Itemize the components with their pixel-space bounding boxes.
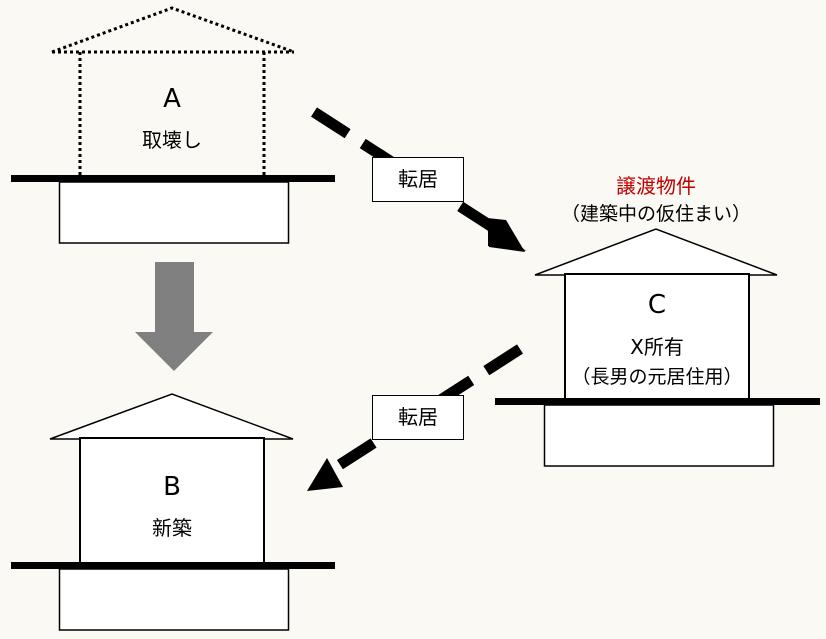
house-c-caption-title: 譲渡物件 <box>616 174 696 198</box>
house-a <box>11 6 335 244</box>
house-c <box>495 228 820 467</box>
house-b-ground <box>11 562 335 569</box>
house-c-caption-sub: （建築中の仮住まい） <box>560 203 751 225</box>
house-a-note: 取壊し <box>142 128 202 152</box>
move-arrow-c-to-b-head <box>307 458 343 491</box>
house-a-roof <box>51 6 295 54</box>
house-b <box>11 393 335 631</box>
house-c-foundation <box>543 404 775 467</box>
house-b-note: 新築 <box>152 516 192 540</box>
move-label-a-to-c: 転居 <box>372 157 464 202</box>
move-label-c-to-b: 転居 <box>372 395 464 440</box>
move-arrow-a-to-c-head-tip <box>488 218 526 251</box>
house-a-letter: A <box>163 84 181 114</box>
move-arrow-a-to-c <box>311 107 526 252</box>
move-arrow-a-to-c-shaft <box>311 107 503 237</box>
move-arrow-c-to-b <box>307 344 523 491</box>
house-b-letter: B <box>163 472 181 502</box>
move-arrow-c-to-b-shaft <box>327 344 523 476</box>
house-b-body <box>79 437 265 565</box>
house-a-foundation <box>58 181 290 244</box>
rebuild-arrow <box>135 262 213 371</box>
house-b-foundation <box>58 568 290 631</box>
house-b-roof <box>49 393 294 440</box>
house-c-letter: C <box>647 290 667 320</box>
house-c-owner: X所有 <box>630 335 684 359</box>
house-a-ground <box>11 175 335 182</box>
house-c-usage: （長男の元居住用） <box>571 366 743 388</box>
house-c-roof <box>534 228 778 276</box>
house-c-ground <box>495 398 820 405</box>
